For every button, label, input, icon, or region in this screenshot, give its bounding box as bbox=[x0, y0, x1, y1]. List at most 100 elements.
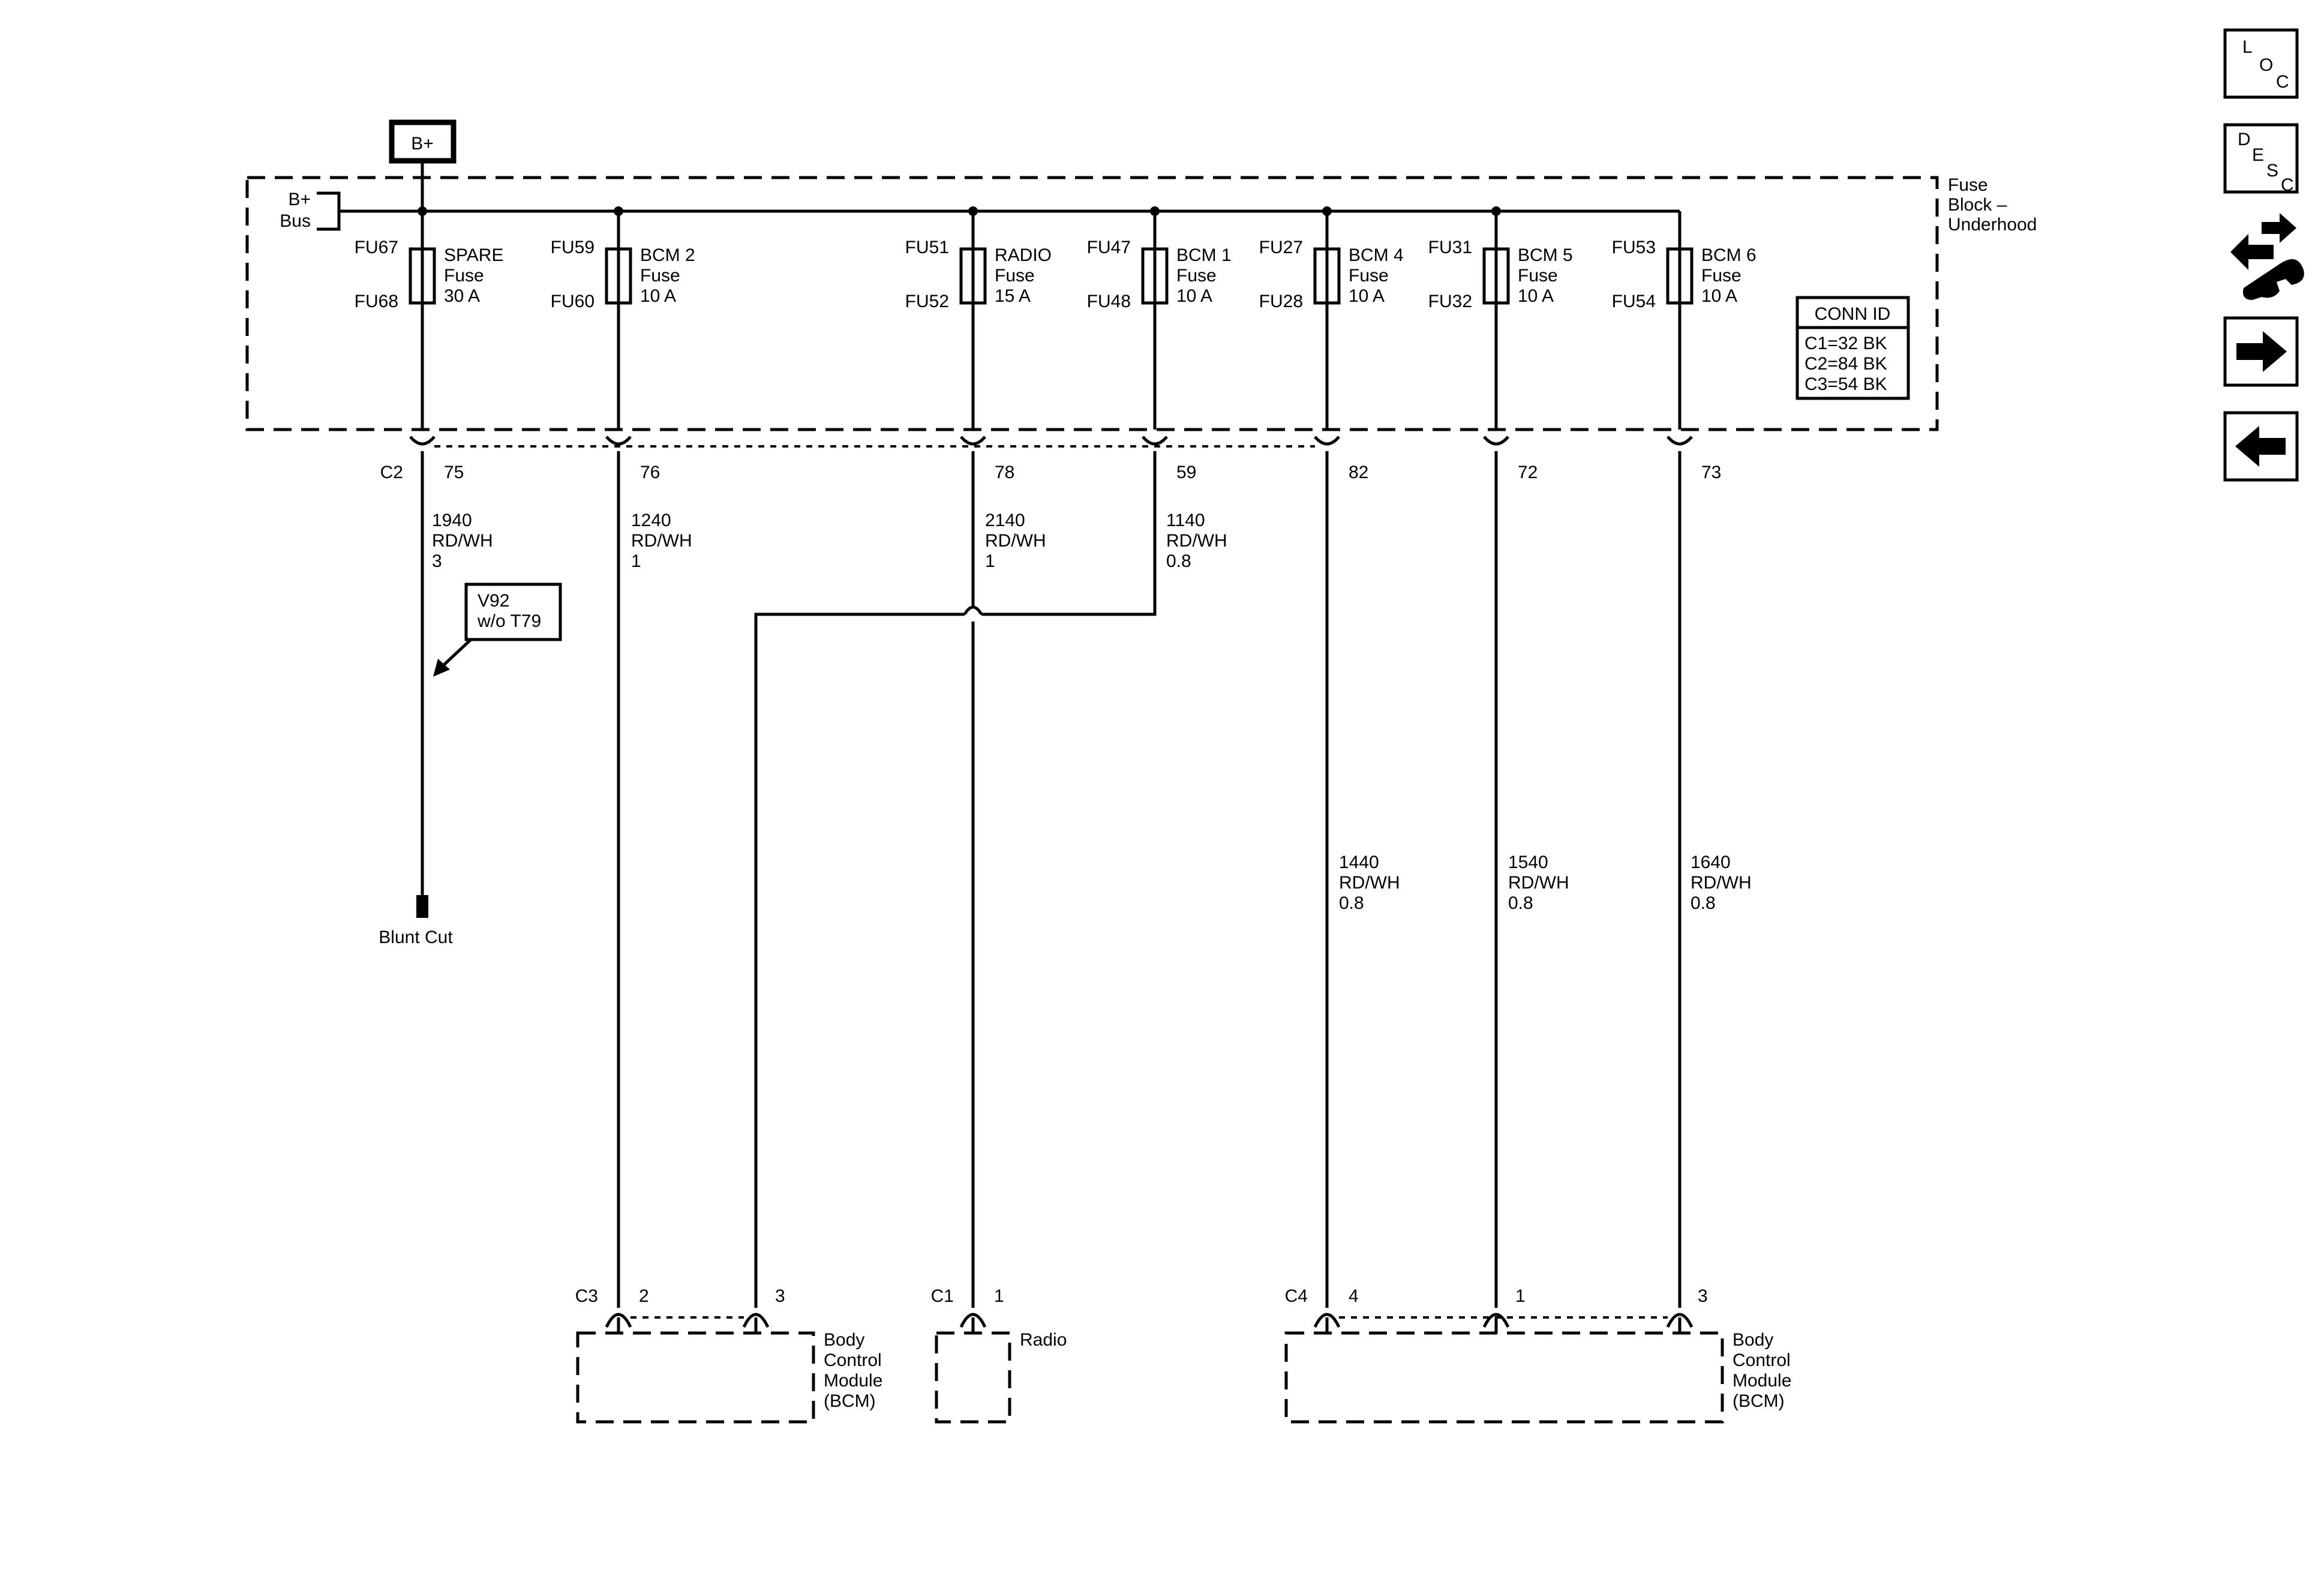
fuse-input-terminal: FU27 bbox=[1259, 238, 1303, 257]
conn-id-row: C1=32 BK bbox=[1804, 334, 1887, 353]
wire-1540: 1540 RD/WH 0.8 bbox=[1494, 451, 1569, 1308]
svg-text:Module: Module bbox=[1733, 1371, 1791, 1391]
svg-text:(BCM): (BCM) bbox=[1733, 1391, 1785, 1411]
fuse-spare: FU67 FU68 SPARE Fuse 30 A bbox=[355, 211, 503, 430]
fuse-output-terminal: FU32 bbox=[1428, 292, 1472, 311]
location-button[interactable]: L O C bbox=[2223, 28, 2299, 99]
conn-id-title: CONN ID bbox=[1815, 304, 1891, 324]
svg-text:0.8: 0.8 bbox=[1691, 893, 1716, 913]
fuse-input-terminal: FU31 bbox=[1428, 238, 1472, 257]
fuse-input-terminal: FU59 bbox=[551, 238, 594, 257]
svg-text:Control: Control bbox=[1733, 1350, 1791, 1370]
svg-text:0.8: 0.8 bbox=[1339, 893, 1364, 913]
svg-text:1140: 1140 bbox=[1166, 511, 1205, 530]
fuse-type: Fuse bbox=[1349, 266, 1389, 286]
svg-text:3: 3 bbox=[432, 551, 442, 571]
c4-pin-number: 1 bbox=[1515, 1286, 1526, 1306]
fuse-name: BCM 5 bbox=[1518, 245, 1573, 265]
loc-letter-l: L bbox=[2242, 37, 2253, 57]
svg-text:1540: 1540 bbox=[1508, 852, 1548, 872]
fuse-output-terminal: FU52 bbox=[905, 292, 949, 311]
svg-text:RD/WH: RD/WH bbox=[631, 531, 692, 551]
svg-text:Body: Body bbox=[1733, 1330, 1773, 1350]
conn-id-row: C2=84 BK bbox=[1804, 354, 1887, 374]
desc-letter-s: S bbox=[2266, 161, 2278, 181]
svg-text:RD/WH: RD/WH bbox=[1339, 873, 1400, 893]
radio-label: Radio bbox=[1020, 1330, 1067, 1350]
svg-text:Control: Control bbox=[824, 1350, 882, 1370]
fuse-name: BCM 2 bbox=[640, 245, 695, 265]
fuse-name: RADIO bbox=[995, 245, 1052, 265]
fuse-bcm-4: FU27 FU28 BCM 4 Fuse 10 A bbox=[1259, 211, 1404, 430]
c4-pin-number: 4 bbox=[1349, 1286, 1359, 1306]
desc-letter-c: C bbox=[2281, 175, 2294, 195]
battery-positive-box bbox=[389, 119, 457, 164]
c2-pin-number: 75 bbox=[444, 463, 464, 482]
fuse-rating: 10 A bbox=[1176, 286, 1212, 306]
fuse-rating: 30 A bbox=[444, 286, 480, 306]
radio-component: C1 1 Radio bbox=[931, 1286, 1067, 1424]
connector-c4-label: C4 bbox=[1285, 1286, 1308, 1306]
bus-label-line1: B+ bbox=[288, 190, 311, 209]
fuse-type: Fuse bbox=[995, 266, 1035, 286]
fuse-bcm-5: FU31 FU32 BCM 5 Fuse 10 A bbox=[1428, 211, 1573, 430]
bus-label-line2: Bus bbox=[280, 211, 311, 231]
c2-pin-number: 72 bbox=[1518, 463, 1538, 482]
fuse-type: Fuse bbox=[1701, 266, 1742, 286]
wire-1440: 1440 RD/WH 0.8 bbox=[1325, 451, 1400, 1308]
arrow-left-icon bbox=[2235, 426, 2286, 467]
c2-pin-number: 59 bbox=[1176, 463, 1196, 482]
fuse-name: BCM 1 bbox=[1176, 245, 1232, 265]
conn-id-table: CONN ID C1=32 BK C2=84 BK C3=54 BK bbox=[1795, 296, 1910, 400]
fuse-type: Fuse bbox=[444, 266, 484, 286]
wire-1240: 1240 RD/WH 1 bbox=[617, 451, 692, 1308]
fuse-name: BCM 6 bbox=[1701, 245, 1756, 265]
fuse-bcm-6: FU53 FU54 BCM 6 Fuse 10 A bbox=[1612, 211, 1756, 430]
svg-text:Body: Body bbox=[824, 1330, 864, 1350]
c3-pin-number: 3 bbox=[775, 1286, 785, 1306]
loc-letter-c: C bbox=[2276, 72, 2289, 92]
loc-letter-o: O bbox=[2259, 55, 2273, 75]
c1-pin-number: 1 bbox=[994, 1286, 1004, 1306]
previous-page-button[interactable] bbox=[2223, 411, 2299, 482]
svg-text:(BCM): (BCM) bbox=[824, 1391, 876, 1411]
svg-text:0.8: 0.8 bbox=[1166, 551, 1191, 571]
svg-text:1940: 1940 bbox=[432, 511, 472, 530]
wire-1940: 1940 RD/WH 3 bbox=[416, 451, 493, 918]
connector-wrench-icon[interactable] bbox=[2230, 213, 2304, 300]
svg-text:RD/WH: RD/WH bbox=[1166, 531, 1227, 551]
option-note: V92 w/o T79 bbox=[433, 583, 562, 677]
fuse-type: Fuse bbox=[640, 266, 680, 286]
desc-letter-d: D bbox=[2238, 130, 2251, 149]
next-page-button[interactable] bbox=[2223, 316, 2299, 387]
fuse-output-terminal: FU48 bbox=[1087, 292, 1131, 311]
svg-text:RD/WH: RD/WH bbox=[1691, 873, 1752, 893]
fuse-rating: 10 A bbox=[640, 286, 676, 306]
c3-pin-number: 2 bbox=[639, 1286, 649, 1306]
description-button[interactable]: D E S C bbox=[2223, 123, 2299, 195]
fuse-input-terminal: FU47 bbox=[1087, 238, 1131, 257]
svg-text:Module: Module bbox=[824, 1371, 882, 1391]
fuse-bcm-2: FU59 FU60 BCM 2 Fuse 10 A bbox=[551, 211, 695, 430]
fuse-block-label-line2: Block – bbox=[1948, 195, 2007, 215]
svg-text:1440: 1440 bbox=[1339, 852, 1379, 872]
arrow-right-icon bbox=[2236, 331, 2287, 372]
blunt-cut-label: Blunt Cut bbox=[379, 927, 453, 947]
fuse-input-terminal: FU67 bbox=[355, 238, 398, 257]
fuse-rating: 10 A bbox=[1349, 286, 1385, 306]
fuse-name: BCM 4 bbox=[1349, 245, 1404, 265]
c2-pin-number: 78 bbox=[995, 463, 1014, 482]
svg-text:0.8: 0.8 bbox=[1508, 893, 1533, 913]
bcm-left-component: C3 2 3 Body Control Module (BCM) bbox=[575, 1286, 882, 1424]
fuse-block-label-line1: Fuse bbox=[1948, 175, 1988, 195]
fuse-output-terminal: FU54 bbox=[1612, 292, 1656, 311]
svg-text:V92: V92 bbox=[478, 591, 509, 611]
fuse-input-terminal: FU51 bbox=[905, 238, 949, 257]
svg-text:RD/WH: RD/WH bbox=[1508, 873, 1569, 893]
c2-pin-number: 73 bbox=[1701, 463, 1721, 482]
wire-1140: 1140 RD/WH 0.8 bbox=[754, 451, 1227, 1308]
fuse-rating: 15 A bbox=[995, 286, 1031, 306]
connector-c3-label: C3 bbox=[575, 1286, 598, 1306]
fuse-bcm-1: FU47 FU48 BCM 1 Fuse 10 A bbox=[1087, 211, 1232, 430]
